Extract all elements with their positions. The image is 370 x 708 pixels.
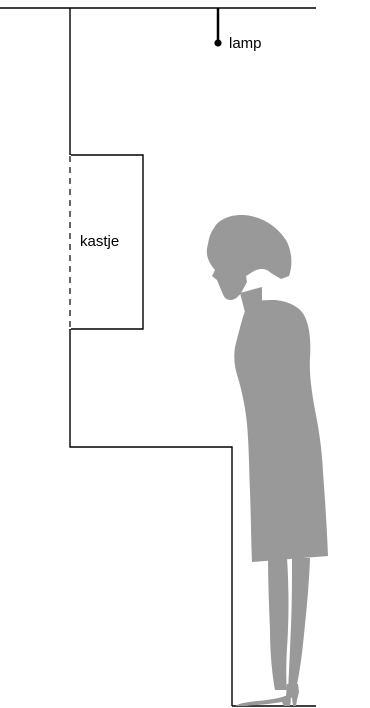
lamp-label: lamp — [229, 35, 262, 52]
lamp-icon — [214, 39, 222, 47]
wall-cabinet-counter-outline — [69, 8, 233, 706]
cabinet-label: kastje — [80, 233, 120, 250]
person-silhouette-icon — [206, 215, 328, 706]
